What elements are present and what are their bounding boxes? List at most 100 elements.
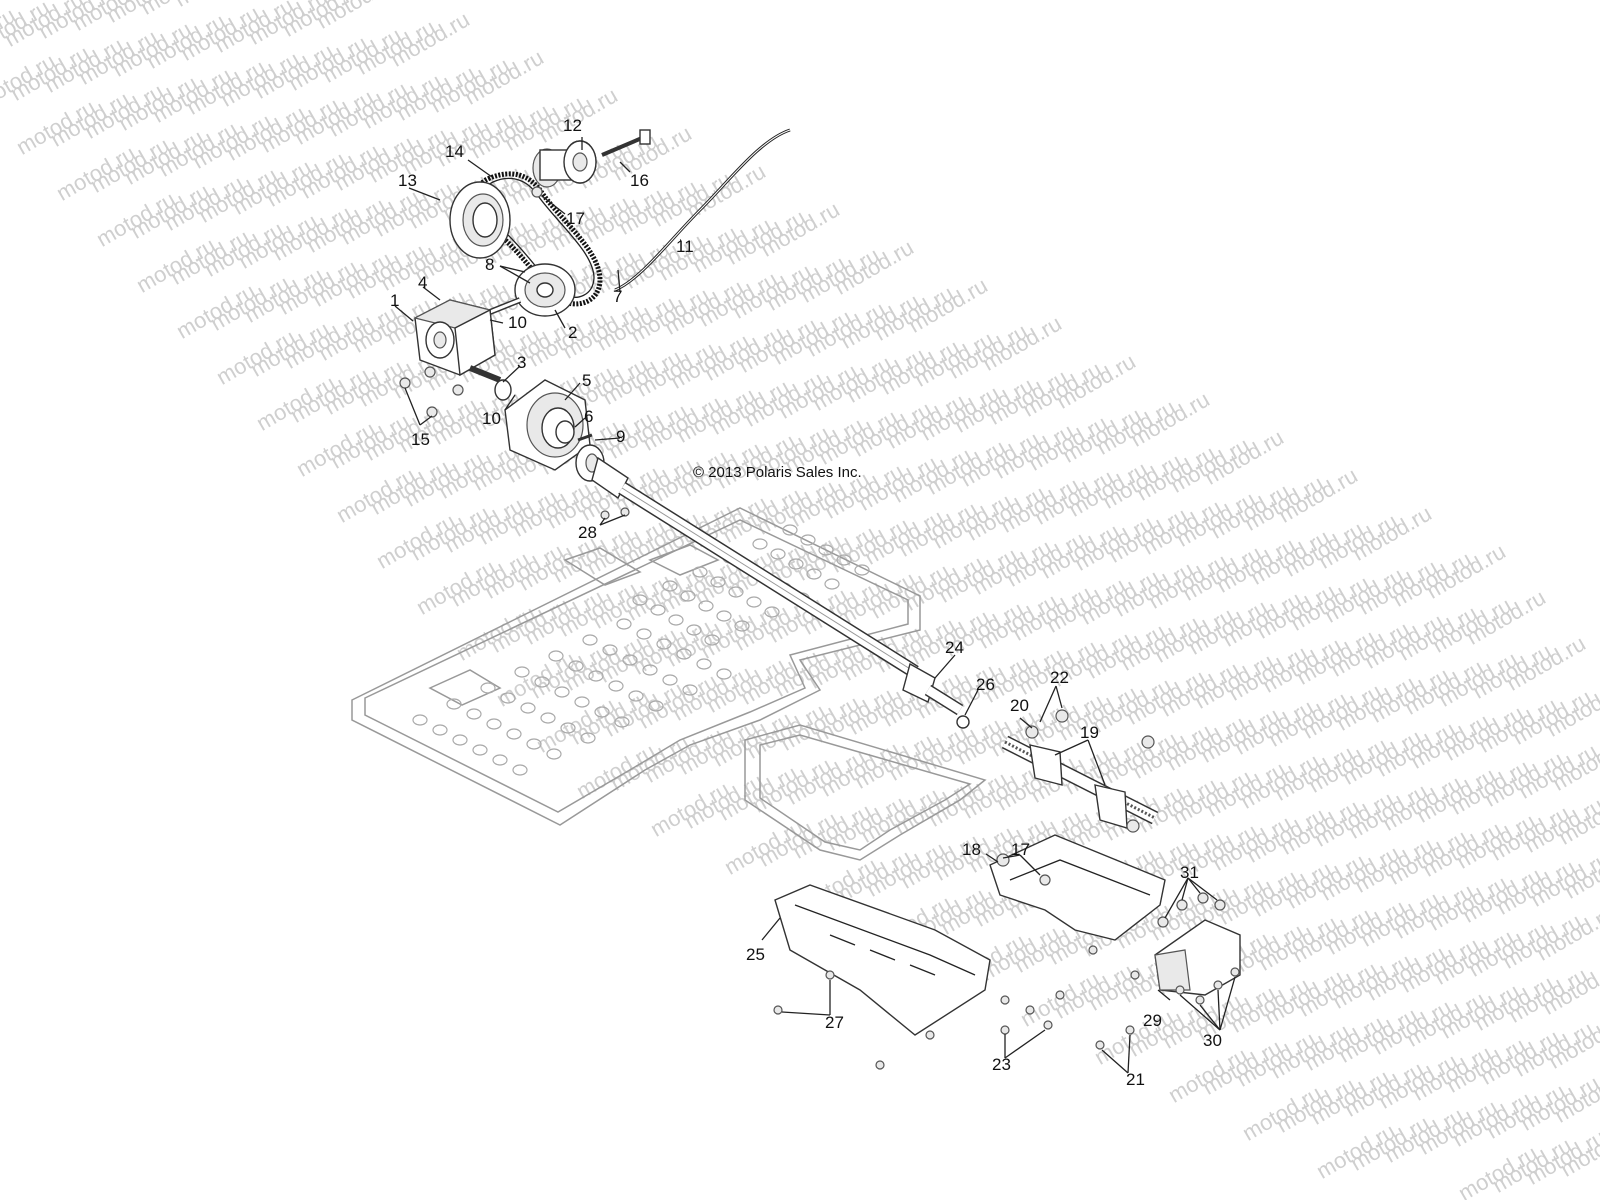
plate-hole (580, 732, 596, 744)
prop-shaft (575, 444, 964, 716)
nuts-31 (1157, 892, 1226, 928)
screws-23 (1000, 945, 1098, 1035)
callout-29: 29 (1143, 1011, 1162, 1030)
callout-2: 2 (568, 323, 577, 342)
plate-hole (622, 654, 638, 666)
plate-hole (554, 686, 570, 698)
callout-6: 6 (584, 407, 593, 426)
plate-hole (466, 708, 482, 720)
callout-8: 8 (485, 255, 494, 274)
plate-hole (686, 624, 702, 636)
plate-hole (526, 738, 542, 750)
plate-hole (716, 668, 732, 680)
plate-hole (582, 634, 598, 646)
callout-16: 16 (630, 171, 649, 190)
plate-hole (800, 534, 816, 546)
plate-hole (534, 676, 550, 688)
plate-hole (486, 718, 502, 730)
plate-hole (506, 728, 522, 740)
callout-13: 13 (398, 171, 417, 190)
plate-hole (734, 620, 750, 632)
callout-22: 22 (1050, 668, 1069, 687)
callout-28: 28 (578, 523, 597, 542)
callout-17a: 17 (566, 209, 585, 228)
plate-hole (656, 638, 672, 650)
callout-27: 27 (825, 1013, 844, 1032)
bearing-housing (504, 379, 591, 471)
plate-hole (676, 648, 692, 660)
callout-1: 1 (390, 291, 399, 310)
ring-26 (956, 715, 970, 729)
callout-9: 9 (616, 427, 625, 446)
plate-hole (602, 644, 618, 656)
plate-hole (480, 682, 496, 694)
nuts-22 (1025, 709, 1155, 833)
callout-19: 19 (1080, 723, 1099, 742)
callout-10b: 10 (482, 409, 501, 428)
plate-hole (574, 696, 590, 708)
callout-12: 12 (563, 116, 582, 135)
skid-plate-holes (412, 524, 870, 776)
plate-hole (492, 754, 508, 766)
plate-hole (854, 564, 870, 576)
callout-24: 24 (945, 638, 964, 657)
pin-9 (577, 433, 593, 442)
washer-3 (494, 379, 512, 401)
plate-hole (696, 658, 712, 670)
guard-25 (774, 884, 991, 1036)
plate-hole (594, 706, 610, 718)
plate-hole (818, 544, 834, 556)
plate-hole (412, 714, 428, 726)
callout-20: 20 (1010, 696, 1029, 715)
callout-23: 23 (992, 1055, 1011, 1074)
plate-hole (680, 590, 696, 602)
plate-hole (514, 666, 530, 678)
plate-hole (472, 744, 488, 756)
plate-hole (540, 712, 556, 724)
plate-hole (588, 670, 604, 682)
plate-hole (446, 698, 462, 710)
callout-4: 4 (418, 273, 427, 292)
callout-18: 18 (962, 840, 981, 859)
screws-30 (1175, 967, 1240, 1005)
callout-5: 5 (582, 371, 591, 390)
rear-shaft-assembly (1001, 735, 1159, 829)
bracket-29 (1154, 919, 1241, 996)
center-skid-plate (744, 724, 987, 861)
plate-hole (682, 684, 698, 696)
plate-hole (698, 600, 714, 612)
plate-hole (452, 734, 468, 746)
plate-hole (632, 594, 648, 606)
callout-26: 26 (976, 675, 995, 694)
plate-hole (628, 690, 644, 702)
plate-hole (548, 650, 564, 662)
plate-hole (616, 618, 632, 630)
gearcase-bolts-15 (399, 366, 464, 418)
leader-lines (394, 137, 1236, 1074)
plate-hole (520, 702, 536, 714)
plate-hole (650, 604, 666, 616)
screws-27 (773, 970, 935, 1070)
plate-hole (752, 538, 768, 550)
rear-guard-18 (989, 834, 1166, 941)
plate-hole (560, 722, 576, 734)
plate-hole (546, 748, 562, 760)
callout-15: 15 (411, 430, 430, 449)
plate-hole (568, 660, 584, 672)
plate-hole (668, 614, 684, 626)
plate-hole (710, 576, 726, 588)
gearcase (413, 299, 502, 383)
plate-hole (716, 610, 732, 622)
callout-31: 31 (1180, 863, 1199, 882)
callout-30: 30 (1203, 1031, 1222, 1050)
plate-hole (512, 764, 528, 776)
plate-hole (782, 524, 798, 536)
plate-hole (608, 680, 624, 692)
bolts-28 (600, 507, 630, 520)
plate-hole (636, 628, 652, 640)
plate-hole (704, 634, 720, 646)
screws-21 (1095, 970, 1140, 1050)
plate-hole (642, 664, 658, 676)
